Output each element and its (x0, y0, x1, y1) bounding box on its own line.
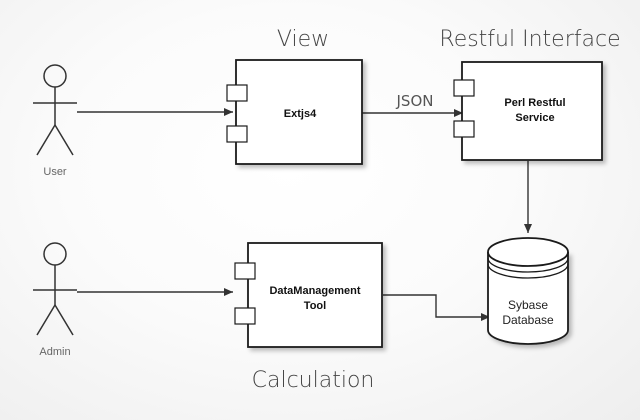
component-port (226, 125, 248, 143)
component-datamanagement-label-line2: Tool (304, 300, 326, 312)
heading-calculation: Calculation (252, 368, 375, 393)
edge-datamanagement-to-database (383, 294, 490, 321)
component-perl-label-line2: Service (515, 112, 554, 124)
component-datamanagement-label-line1: DataManagement (269, 285, 360, 297)
component-port (234, 262, 256, 280)
edge-label-json: JSON (396, 92, 434, 110)
database-label-line2: Database (502, 313, 554, 327)
database-label-line1: Sybase (508, 298, 548, 312)
database-sybase: Sybase Database (487, 237, 569, 345)
component-port (453, 79, 475, 97)
heading-restful-interface: Restful Interface (439, 27, 620, 52)
component-extjs: Extjs4 (226, 59, 363, 165)
admin-label: Admin (39, 346, 70, 358)
user-label: User (43, 166, 67, 178)
admin-actor: Admin (33, 242, 77, 358)
component-port (453, 120, 475, 138)
component-port (234, 307, 256, 325)
component-perl-restful-service: Perl Restful Service (453, 61, 603, 161)
user-actor: User (33, 64, 77, 178)
heading-view: View (277, 27, 329, 52)
component-datamanagement-tool: DataManagement Tool (234, 242, 383, 348)
component-extjs-label: Extjs4 (284, 108, 317, 120)
component-perl-label-line1: Perl Restful (504, 97, 565, 109)
component-port (226, 84, 248, 102)
